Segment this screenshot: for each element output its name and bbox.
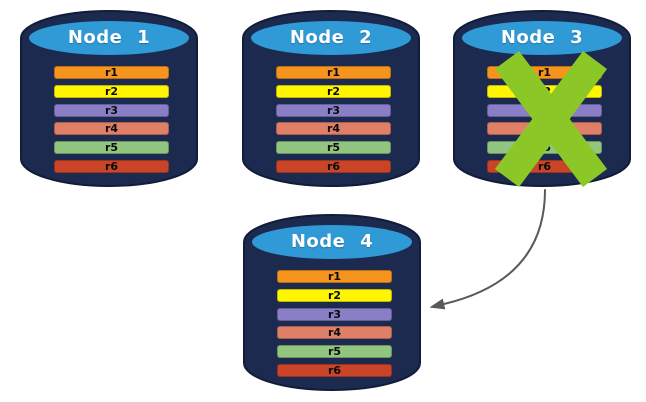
- replica-row-r1: r1: [276, 66, 391, 79]
- replica-row-r6: r6: [54, 159, 169, 173]
- row-list: r1 r2 r3 r4 r5 r6: [276, 66, 391, 173]
- replica-row-r5: r5: [277, 345, 392, 359]
- replica-row-r4: r4: [277, 326, 392, 340]
- replica-row-r1: r1: [487, 66, 602, 79]
- replica-row-r5: r5: [54, 141, 169, 155]
- node-title: Node 2: [289, 27, 373, 48]
- replica-row-r3: r3: [54, 103, 169, 117]
- db-node-node-3: Node 3 r1 r2 r3 r4 r5 r6: [452, 8, 632, 188]
- node-title: Node 1: [67, 27, 151, 48]
- replica-row-r6: r6: [487, 159, 602, 173]
- cylinder-top: [29, 21, 189, 55]
- replica-row-r3: r3: [277, 307, 392, 321]
- replica-row-r3: r3: [276, 103, 391, 117]
- replica-row-r2: r2: [277, 288, 392, 302]
- replica-row-r2: r2: [276, 84, 391, 98]
- replica-row-r4: r4: [276, 122, 391, 136]
- row-list: r1 r2 r3 r4 r5 r6: [277, 270, 392, 377]
- replica-row-r5: r5: [487, 141, 602, 155]
- cylinder-top: [252, 225, 412, 259]
- replica-row-r1: r1: [277, 270, 392, 283]
- replica-row-r6: r6: [276, 159, 391, 173]
- row-list: r1 r2 r3 r4 r5 r6: [487, 66, 602, 173]
- row-list: r1 r2 r3 r4 r5 r6: [54, 66, 169, 173]
- cylinder-top: [462, 21, 622, 55]
- db-node-node-4: Node 4 r1 r2 r3 r4 r5 r6: [242, 212, 422, 392]
- db-node-node-2: Node 2 r1 r2 r3 r4 r5 r6: [241, 8, 421, 188]
- cylinder-top: [251, 21, 411, 55]
- replica-row-r2: r2: [54, 84, 169, 98]
- replica-row-r5: r5: [276, 141, 391, 155]
- arrow-curve: [443, 189, 546, 305]
- replica-row-r6: r6: [277, 363, 392, 377]
- replica-row-r3: r3: [487, 103, 602, 117]
- node-title: Node 4: [290, 231, 374, 252]
- replica-row-r4: r4: [54, 122, 169, 136]
- replica-row-r1: r1: [54, 66, 169, 79]
- db-node-node-1: Node 1 r1 r2 r3 r4 r5 r6: [19, 8, 199, 188]
- replica-row-r4: r4: [487, 122, 602, 136]
- arrow-head-icon: [429, 298, 446, 310]
- node-title: Node 3: [500, 27, 584, 48]
- replica-row-r2: r2: [487, 84, 602, 98]
